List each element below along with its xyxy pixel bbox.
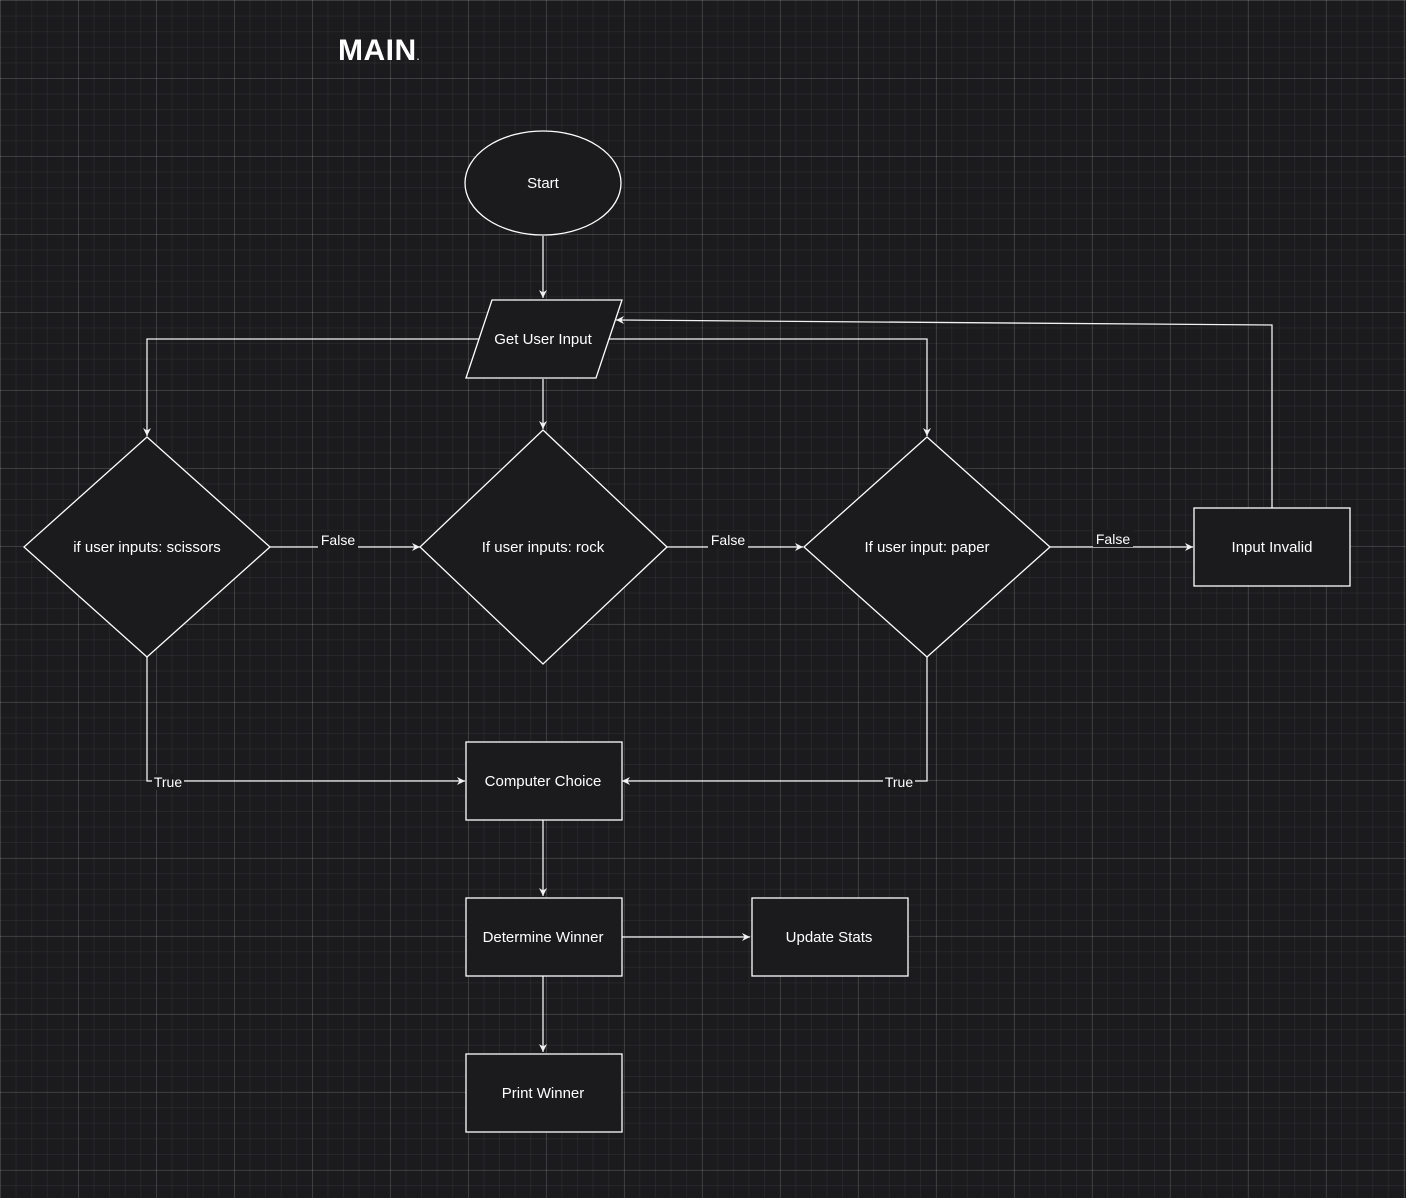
svg-text:False: False	[321, 532, 355, 548]
svg-text:False: False	[711, 532, 745, 548]
input-invalid-label: Input Invalid	[1232, 539, 1313, 556]
svg-text:True: True	[885, 774, 913, 790]
print-winner-label: Print Winner	[502, 1085, 585, 1102]
computer-choice-node[interactable]: Computer Choice	[465, 741, 623, 821]
determine-winner-node[interactable]: Determine Winner	[465, 897, 623, 977]
edge-label-rock-false: False	[708, 531, 748, 548]
input-invalid-node[interactable]: Input Invalid	[1193, 507, 1351, 587]
if-scissors-decision[interactable]: if user inputs: scissors	[23, 436, 271, 658]
start-label: Start	[527, 175, 560, 192]
edge-label-paper-false: False	[1093, 530, 1133, 547]
edge-scissors-true	[146, 657, 465, 785]
update-stats-node[interactable]: Update Stats	[751, 897, 909, 977]
start-node[interactable]: Start	[464, 130, 622, 236]
print-winner-node[interactable]: Print Winner	[465, 1053, 623, 1133]
get-user-input-node[interactable]: Get User Input	[465, 299, 623, 379]
edge-invalid-loop-back	[615, 316, 1273, 508]
get-user-input-label: Get User Input	[494, 331, 592, 348]
edge-paper-true	[622, 657, 928, 785]
computer-choice-label: Computer Choice	[485, 773, 602, 790]
if-rock-label: If user inputs: rock	[482, 539, 605, 556]
if-paper-decision[interactable]: If user input: paper	[803, 436, 1051, 658]
edge-label-scissors-true: True	[152, 774, 184, 790]
title-suffix: .	[416, 52, 420, 63]
diagram-title: MAIN.	[338, 34, 420, 68]
edge-input-to-scissors	[143, 338, 482, 436]
edge-label-scissors-false: False	[318, 531, 358, 548]
svg-text:True: True	[154, 774, 182, 790]
if-rock-decision[interactable]: If user inputs: rock	[419, 429, 668, 665]
svg-text:False: False	[1096, 531, 1130, 547]
edge-label-paper-true: True	[883, 774, 915, 790]
title-text: MAIN	[338, 34, 417, 67]
update-stats-label: Update Stats	[786, 929, 873, 946]
determine-winner-label: Determine Winner	[483, 929, 604, 946]
if-scissors-label: if user inputs: scissors	[73, 539, 221, 556]
edge-input-to-paper	[605, 338, 931, 436]
if-paper-label: If user input: paper	[864, 539, 989, 556]
